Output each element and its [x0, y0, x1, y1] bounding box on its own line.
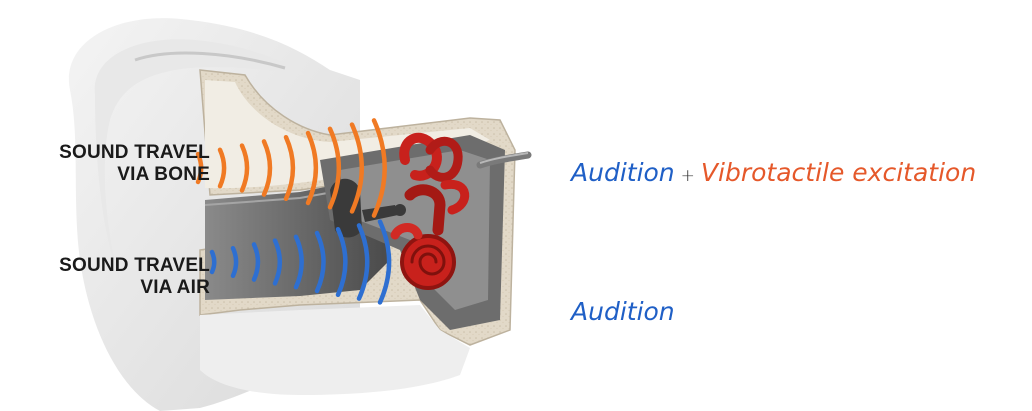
- air-label-line1: SOUND TRAVEL: [59, 255, 210, 277]
- air-label-line2: VIA AIR: [59, 277, 210, 299]
- caption-audition: Audition: [571, 158, 675, 187]
- bone-label-line1: SOUND TRAVEL: [59, 142, 210, 164]
- caption-air-conduction: Audition: [571, 297, 675, 326]
- bone-conduction-label: SOUND TRAVEL VIA BONE: [59, 142, 210, 186]
- ear-lobe-shape: [200, 305, 470, 395]
- caption-vibrotactile: Vibrotactile excitation: [701, 158, 976, 187]
- caption-bone-conduction: Audition+Vibrotactile excitation: [571, 158, 976, 187]
- wave-arc: [212, 252, 214, 272]
- air-conduction-label: SOUND TRAVEL VIA AIR: [59, 255, 210, 299]
- bone-label-line2: VIA BONE: [59, 164, 210, 186]
- caption-audition-air: Audition: [571, 297, 675, 326]
- caption-plus: +: [675, 166, 701, 186]
